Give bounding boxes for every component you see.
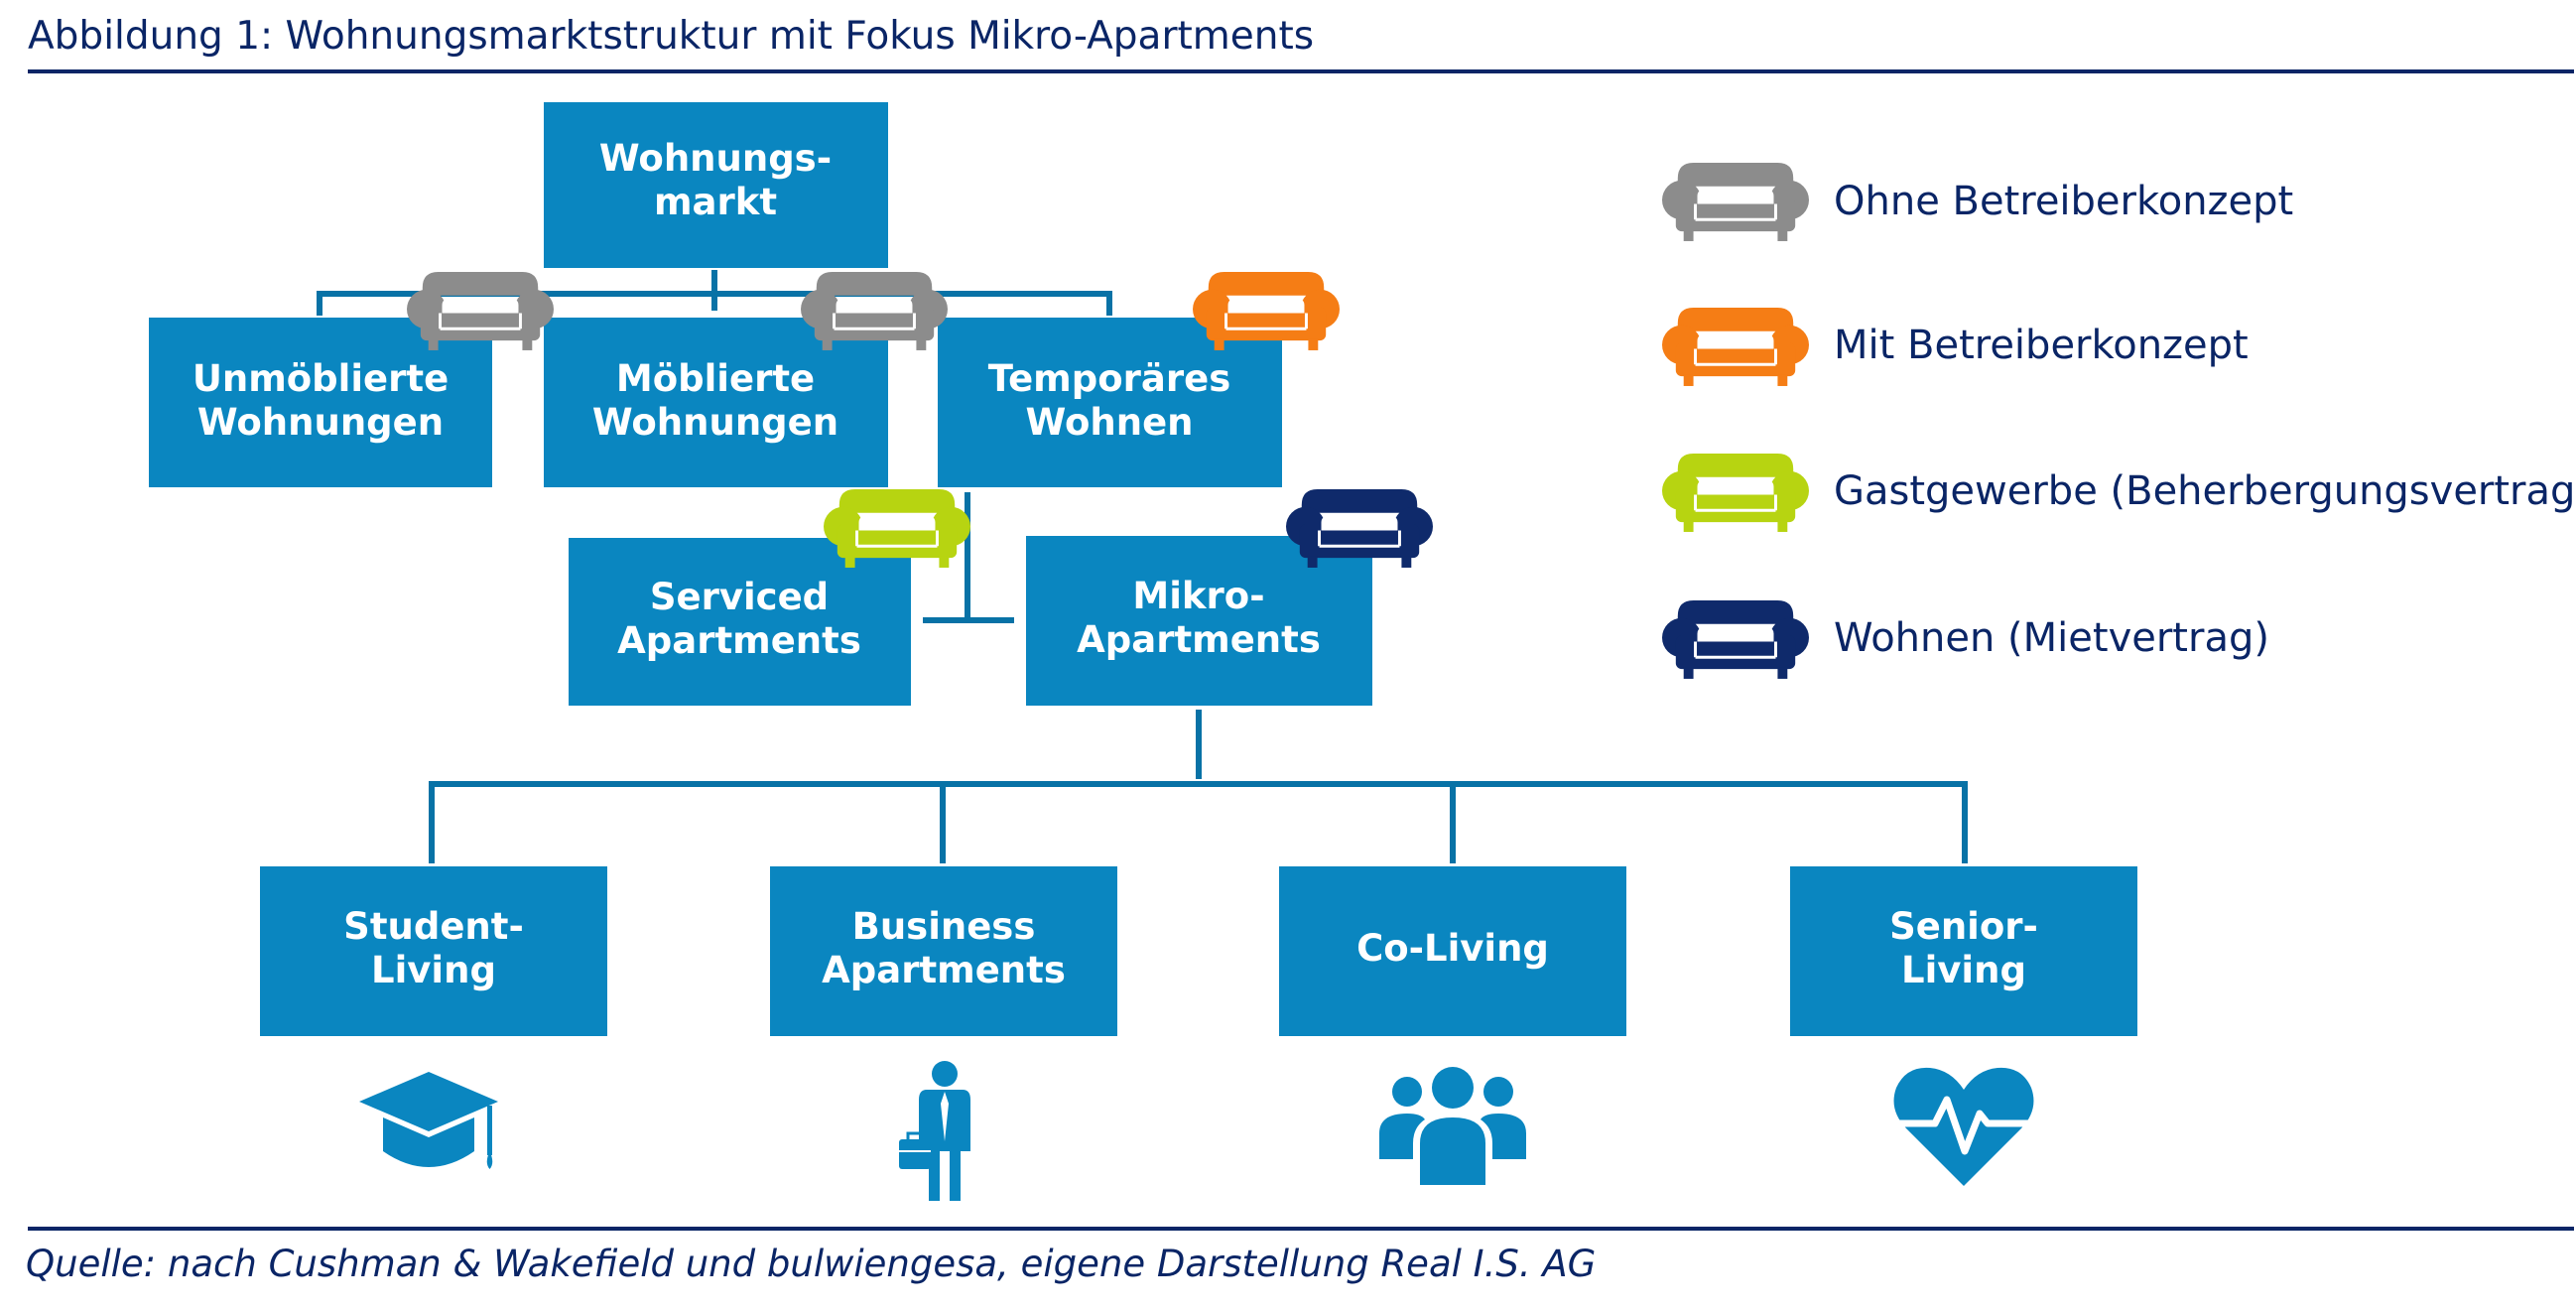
legend: Ohne Betreiberkonzept Mit Betreiberkonze… bbox=[1662, 161, 2576, 681]
sofa-orange-icon bbox=[1193, 270, 1340, 352]
sofa-navy-icon bbox=[1662, 598, 1809, 681]
node-unmoeblierte-line2: Wohnungen bbox=[197, 401, 444, 444]
node-business-apartments: Business Apartments bbox=[770, 866, 1117, 1036]
node-serviced-apartments: Serviced Apartments bbox=[569, 538, 911, 706]
legend-item-gastgewerbe: Gastgewerbe (Beherbergungsvertrag) bbox=[1662, 452, 2576, 534]
node-business-line1: Business bbox=[852, 905, 1036, 948]
node-student-living: Student- Living bbox=[260, 866, 607, 1036]
legend-label: Ohne Betreiberkonzept bbox=[1834, 179, 2293, 224]
node-serviced-line2: Apartments bbox=[617, 619, 861, 662]
legend-item-mit-betreiberkonzept: Mit Betreiberkonzept bbox=[1662, 306, 2249, 388]
sofa-navy-icon bbox=[1286, 487, 1433, 570]
node-business-line2: Apartments bbox=[822, 949, 1066, 991]
node-co-living: Co-Living bbox=[1279, 866, 1626, 1036]
node-root-line2: markt bbox=[654, 181, 777, 223]
legend-label: Wohnen (Mietvertrag) bbox=[1834, 615, 2269, 661]
node-coliving-line1: Co-Living bbox=[1356, 927, 1549, 970]
node-senior-living: Senior- Living bbox=[1790, 866, 2137, 1036]
source-rule bbox=[28, 1227, 2574, 1231]
sofa-gray-icon bbox=[1662, 161, 1809, 243]
group-icon bbox=[1379, 1067, 1526, 1185]
sofa-orange-icon bbox=[1662, 306, 1809, 388]
node-serviced-line1: Serviced bbox=[650, 576, 829, 618]
legend-label: Gastgewerbe (Beherbergungsvertrag) bbox=[1834, 468, 2576, 514]
node-mikro-line2: Apartments bbox=[1077, 618, 1321, 661]
connector-lines bbox=[317, 270, 1968, 863]
node-temporaeres-line1: Temporäres bbox=[988, 357, 1230, 400]
source-note: Quelle: nach Cushman & Wakefield und bul… bbox=[26, 1243, 1597, 1285]
node-moeblierte-line1: Möblierte bbox=[616, 357, 815, 400]
node-root: Wohnungs- markt bbox=[544, 102, 888, 268]
legend-item-wohnen-mietvertrag: Wohnen (Mietvertrag) bbox=[1662, 598, 2269, 681]
businessman-icon bbox=[899, 1061, 970, 1201]
legend-item-ohne-betreiberkonzept: Ohne Betreiberkonzept bbox=[1662, 161, 2293, 243]
node-unmoeblierte-line1: Unmöblierte bbox=[193, 357, 449, 400]
sofa-lime-icon bbox=[1662, 452, 1809, 534]
sofa-lime-icon bbox=[824, 487, 970, 570]
node-student-line2: Living bbox=[371, 949, 496, 991]
node-temporaeres-wohnen: Temporäres Wohnen bbox=[938, 318, 1282, 487]
title-rule bbox=[28, 69, 2574, 73]
node-unmoeblierte-wohnungen: Unmöblierte Wohnungen bbox=[149, 318, 492, 487]
node-senior-line1: Senior- bbox=[1889, 905, 2038, 948]
node-mikro-line1: Mikro- bbox=[1132, 575, 1264, 617]
legend-label: Mit Betreiberkonzept bbox=[1834, 323, 2249, 368]
node-temporaeres-line2: Wohnen bbox=[1025, 401, 1193, 444]
node-student-line1: Student- bbox=[343, 905, 524, 948]
node-moeblierte-line2: Wohnungen bbox=[592, 401, 838, 444]
sofa-gray-icon bbox=[407, 270, 554, 352]
node-moeblierte-wohnungen: Möblierte Wohnungen bbox=[544, 318, 888, 487]
figure-title: Abbildung 1: Wohnungsmarktstruktur mit F… bbox=[28, 14, 1315, 59]
graduation-cap-icon bbox=[359, 1072, 498, 1169]
node-mikro-apartments: Mikro- Apartments bbox=[1026, 536, 1372, 706]
sofa-gray-icon bbox=[801, 270, 948, 352]
heart-pulse-icon bbox=[1889, 1067, 2038, 1186]
market-structure-diagram: Wohnungs- markt Unmöblierte Wohnungen Mö… bbox=[149, 102, 2576, 1201]
node-senior-line2: Living bbox=[1901, 949, 2026, 991]
node-root-line1: Wohnungs- bbox=[599, 137, 832, 180]
